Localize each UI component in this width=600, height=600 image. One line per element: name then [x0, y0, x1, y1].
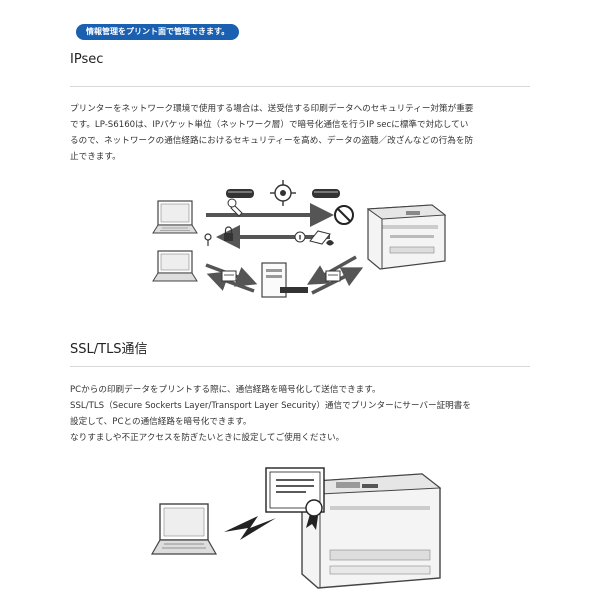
- cylinder-icon: [226, 189, 254, 198]
- document-icon: [221, 270, 237, 282]
- cylinder-icon: [312, 189, 340, 198]
- envelope-icon: [309, 230, 334, 246]
- virus-icon: [270, 180, 296, 206]
- ipsec-title: IPsec: [70, 52, 104, 67]
- lock-icon: [224, 226, 233, 241]
- ipsec-description: プリンターをネットワーク環境で使用する場合は、送受信する印刷データへのセキュリテ…: [70, 101, 532, 165]
- document-icon: [325, 270, 341, 282]
- ssl-title: SSL/TLS通信: [70, 342, 148, 357]
- key-icon: [204, 233, 212, 246]
- ipsec-diagram: [152, 180, 447, 298]
- ssl-line: SSL/TLS（Secure Sockerts Layer/Transport …: [70, 401, 471, 411]
- ipsec-line: るので、ネットワークの通信経路におけるセキュリティーを高め、データの盗聴／改ざん…: [70, 136, 474, 146]
- ssl-line: なりすましや不正アクセスを防ぎたいときに設定してご使用ください。: [70, 433, 345, 443]
- wrench-icon: [227, 198, 243, 217]
- ssl-line: 設定して、PCとの通信経路を暗号化できます。: [70, 417, 252, 427]
- lightning-icon: [224, 516, 276, 540]
- info-badge: 情報管理をプリント面で管理できます。: [76, 24, 240, 40]
- laptop-icon: [152, 250, 198, 282]
- laptop-icon: [152, 200, 198, 234]
- printer-icon: [366, 204, 447, 270]
- laptop-icon: [150, 503, 218, 555]
- ipsec-divider: [70, 86, 530, 87]
- printer-icon: [300, 473, 442, 589]
- prohibited-icon: [334, 205, 354, 225]
- certificate-icon: [265, 467, 325, 530]
- ipsec-line: です。LP-S6160は、IPパケット単位（ネットワーク層）で暗号化通信を行うI…: [70, 120, 469, 130]
- server-icon: [261, 262, 308, 298]
- ssl-diagram: [150, 467, 442, 589]
- ssl-line: PCからの印刷データをプリントする際に、通信経路を暗号化して送信できます。: [70, 385, 381, 395]
- ssl-divider: [70, 366, 530, 367]
- ssl-description: PCからの印刷データをプリントする際に、通信経路を暗号化して送信できます。 SS…: [70, 382, 532, 446]
- info-icon: [294, 231, 306, 243]
- ipsec-line: プリンターをネットワーク環境で使用する場合は、送受信する印刷データへのセキュリテ…: [70, 104, 474, 114]
- ipsec-line: 止できます。: [70, 152, 121, 162]
